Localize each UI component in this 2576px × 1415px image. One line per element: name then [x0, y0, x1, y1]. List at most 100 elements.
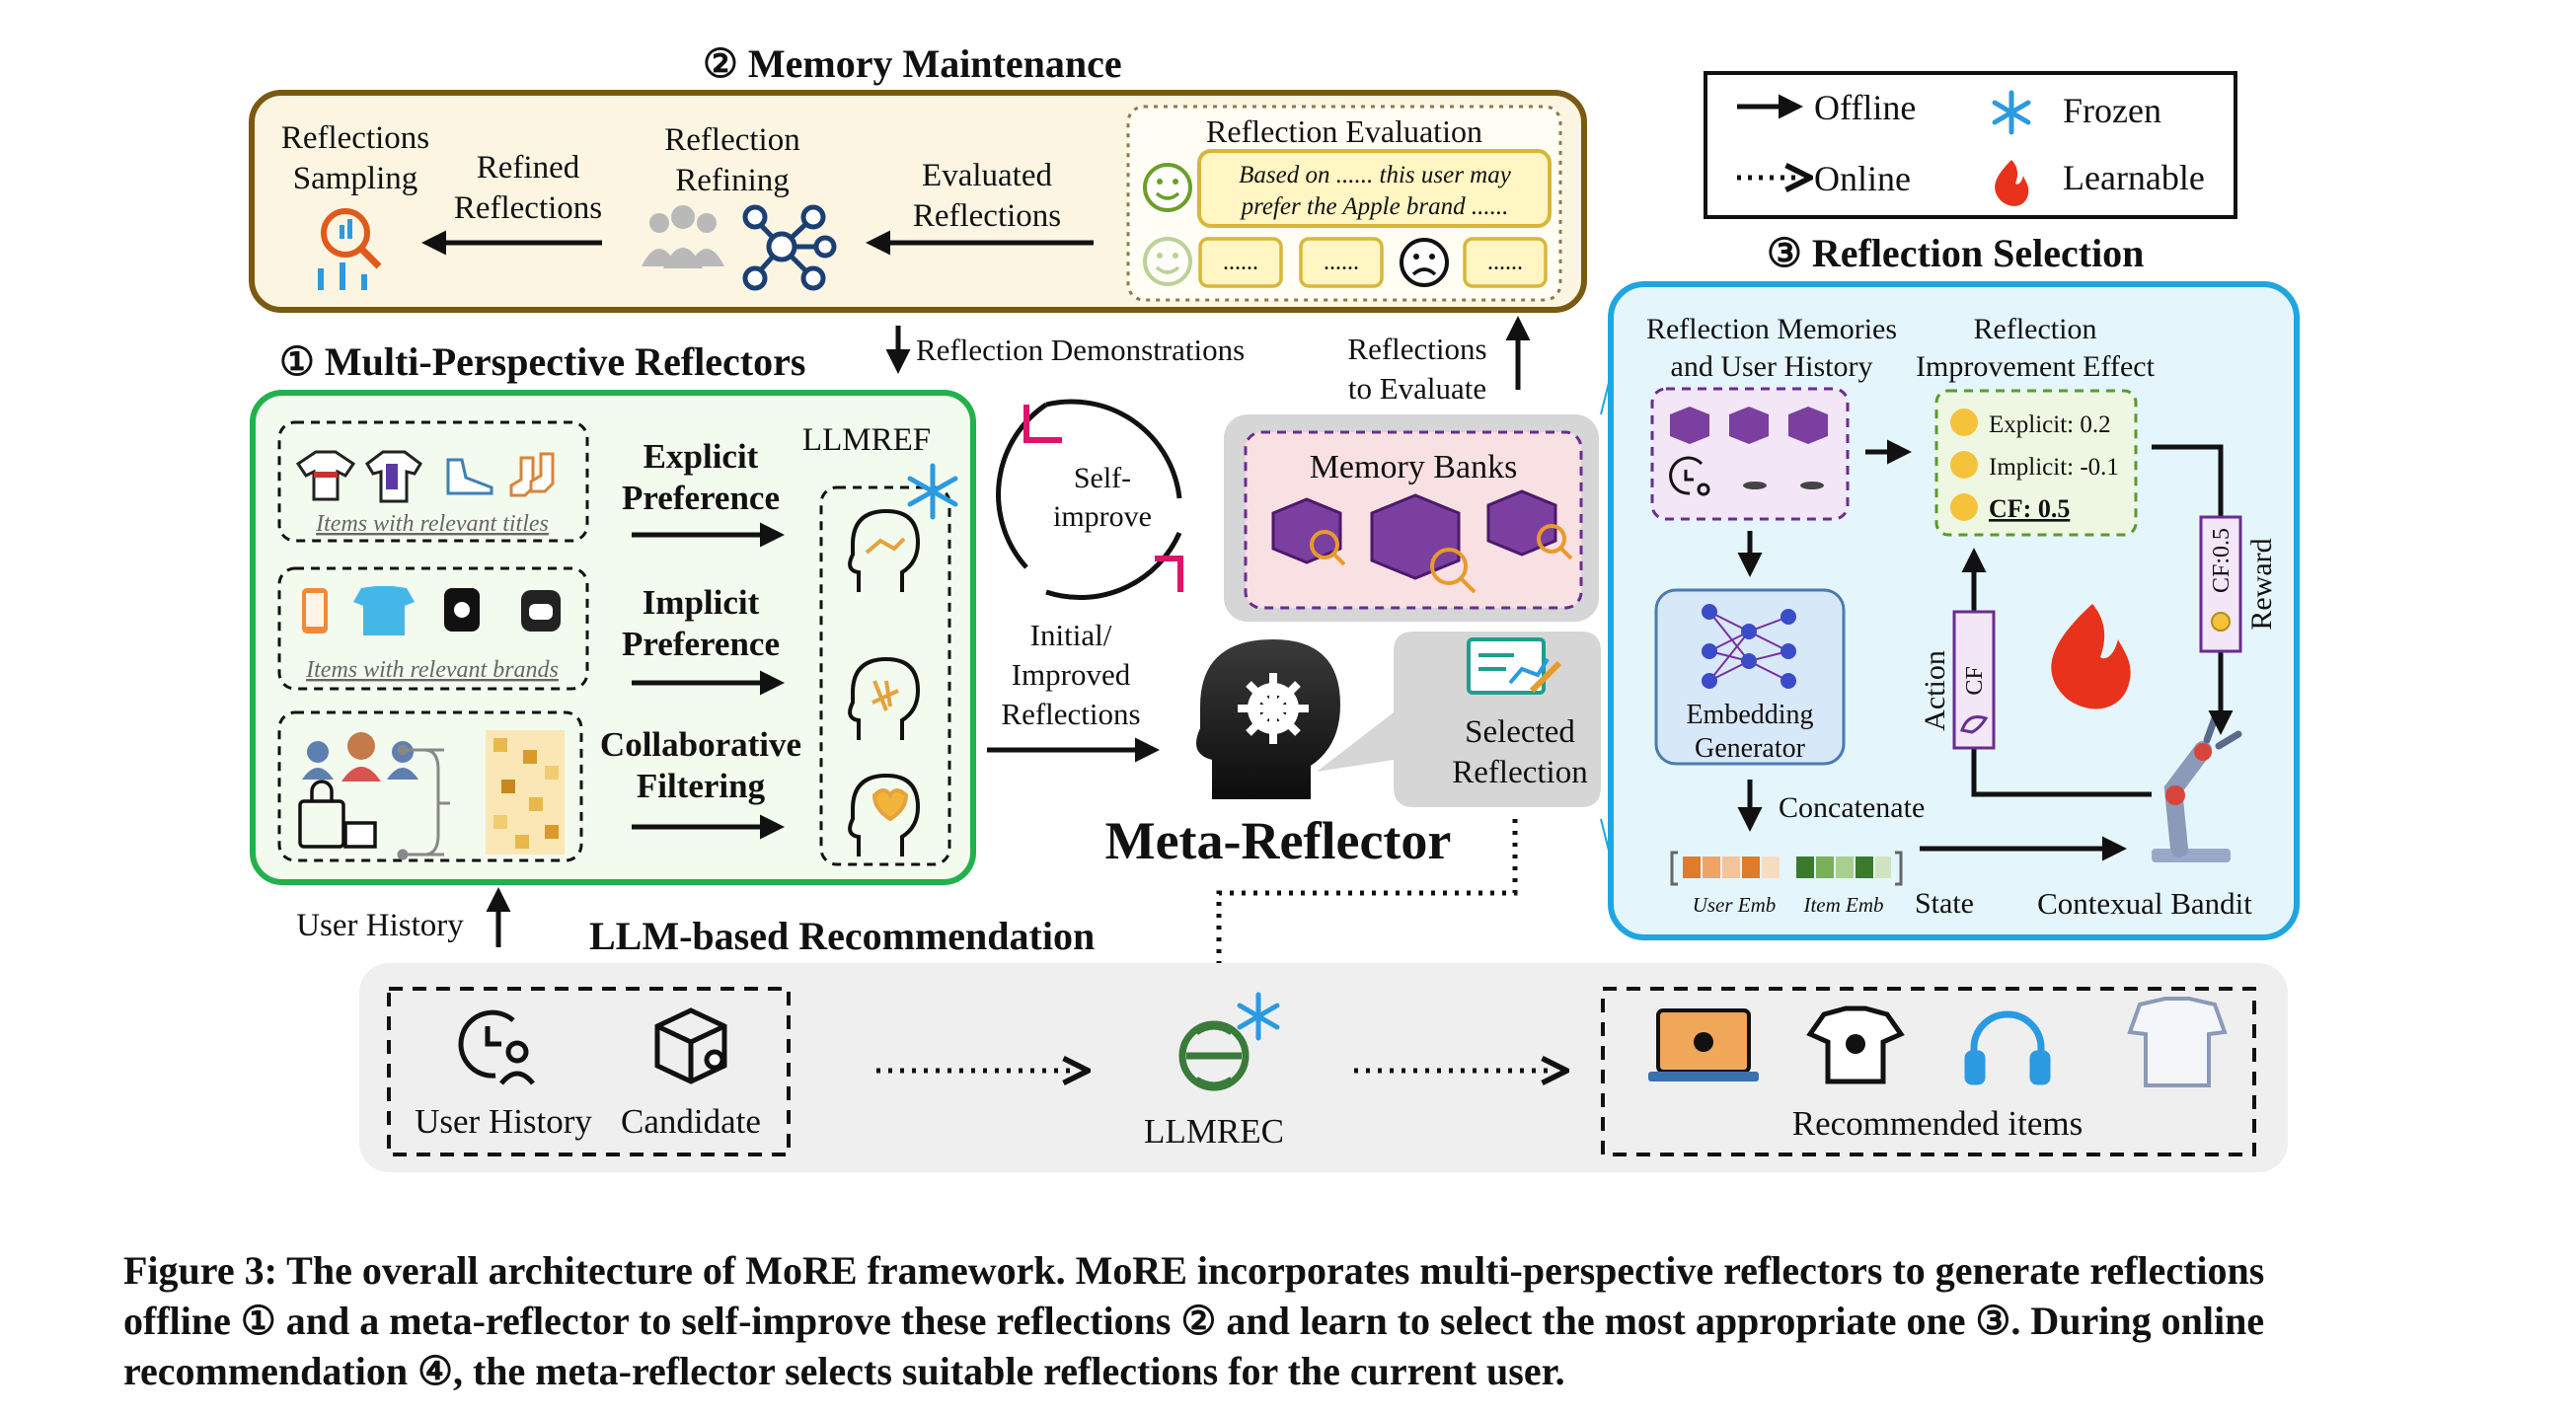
headphones-icon: [1964, 1010, 2051, 1085]
evaluation-example-line1: Based on ...... this user may: [1239, 162, 1512, 188]
svg-text:Reflection: Reflection: [1452, 755, 1587, 790]
sampling-magnifier-icon: [318, 208, 382, 290]
memory-maintenance-title: ② Memory Maintenance: [703, 41, 1122, 86]
refined-reflections-label: Refined: [477, 150, 580, 186]
reflection-selection-title: ③ Reflection Selection: [1767, 231, 2144, 275]
snowflake-icon: [1992, 90, 2031, 135]
memory-maintenance-panel: ② Memory Maintenance Reflections Samplin…: [249, 41, 1587, 313]
hand-icon: [1960, 715, 1989, 734]
svg-text:Sampling: Sampling: [293, 161, 418, 196]
caption-line-3: recommendation ④, the meta-reflector sel…: [123, 1349, 1565, 1393]
users-group-icon: [302, 732, 418, 782]
items-with-relevant-titles-label: Items with relevant titles: [315, 511, 549, 537]
svg-text:Improvement Effect: Improvement Effect: [1916, 350, 2156, 383]
reflections-sampling-label: Reflections: [281, 120, 429, 156]
recommendation-title: LLM-based Recommendation: [589, 914, 1095, 958]
svg-text:Preference: Preference: [622, 625, 780, 663]
evaluation-example-line2: prefer the Apple brand ......: [1240, 193, 1509, 220]
apple-tshirt-icon: [1806, 1005, 1905, 1084]
memory-banks-box: Memory Banks: [1224, 414, 1599, 622]
reflectors-panel: ① Multi-Perspective Reflectors Items wit…: [250, 339, 976, 947]
action-label: Action: [1919, 650, 1951, 731]
svg-text:Refining: Refining: [675, 163, 789, 198]
memories-history-label: Reflection Memories: [1646, 313, 1897, 345]
evaluated-reflections-label: Evaluated: [922, 158, 1052, 193]
collaborative-filtering-label: Collaborative: [600, 725, 801, 764]
initial-improved-reflections-label: Initial/: [1030, 618, 1112, 652]
user-history-up-label: User History: [296, 908, 464, 943]
caption-line-2: offline ① and a meta-reflector to self-i…: [123, 1299, 2265, 1343]
svg-text:Filtering: Filtering: [637, 767, 766, 805]
concatenate-label: Concatenate: [1779, 791, 1925, 824]
reflections-to-evaluate-label: Reflections: [1347, 332, 1486, 366]
explicit-preference-label: Explicit: [644, 437, 759, 476]
improvement-effect-label: Reflection: [1974, 313, 2097, 345]
candidate-label: Candidate: [621, 1102, 761, 1141]
middle-section: Reflection Demonstrations Reflections to…: [885, 316, 1601, 987]
legend: Offline Online Frozen Learnable: [1704, 71, 2237, 219]
item-emb-label: Item Emb: [1802, 893, 1883, 917]
bracket-connector: [397, 744, 450, 860]
legend-learnable-label: Learnable: [2063, 158, 2205, 197]
selected-reflection-label: Selected: [1465, 714, 1575, 750]
reward-label: Reward: [2245, 538, 2278, 630]
state-embedding-bar: [1670, 851, 1903, 886]
reflectors-title: ① Multi-Perspective Reflectors: [279, 339, 805, 384]
selected-reflection-bubble: Selected Reflection: [1317, 632, 1601, 807]
llmrec-logo-icon: [1178, 1020, 1250, 1091]
reflection-demonstrations-label: Reflection Demonstrations: [916, 333, 1245, 367]
cf-action-label: CF: [1962, 666, 1988, 695]
shirt-icon: [2127, 997, 2228, 1087]
figure-caption: Figure 3: The overall architecture of Mo…: [123, 1245, 2472, 1396]
self-improve-cycle-icon: [996, 399, 1183, 601]
interaction-matrix-icon: [486, 730, 565, 855]
coin-hand-icon: [2211, 612, 2231, 632]
svg-text:......: ......: [1223, 250, 1258, 275]
cf-reward-label: CF:0.5: [2209, 528, 2235, 593]
svg-text:improve: improve: [1053, 500, 1152, 533]
caption-line-1: Figure 3: The overall architecture of Mo…: [123, 1248, 2265, 1293]
svg-text:Generator: Generator: [1695, 733, 1806, 764]
explicit-effect-value: Explicit: 0.2: [1989, 411, 2111, 438]
self-improve-label: Self-: [1074, 462, 1131, 494]
svg-text:......: ......: [1324, 250, 1359, 275]
reflection-refining-label: Reflection: [664, 122, 799, 158]
meta-reflector-head-icon: [1196, 639, 1340, 799]
llmrec-snowflake-icon: [1237, 992, 1280, 1041]
memory-boxes-icons: [1670, 407, 1828, 444]
reflection-evaluation-box: Reflection Evaluation Based on ...... th…: [1126, 105, 1562, 302]
svg-text:to Evaluate: to Evaluate: [1348, 371, 1486, 406]
neural-network-icon: [1702, 604, 1796, 689]
frozen-snowflake-icon: [907, 463, 958, 520]
legend-frozen-label: Frozen: [2063, 91, 2161, 130]
memory-search-icons: [1310, 524, 1573, 594]
candidate-box-icon: [654, 1007, 727, 1084]
memory-banks-label: Memory Banks: [1310, 449, 1518, 485]
selected-reflection-board-icon: [1467, 637, 1562, 695]
network-nodes-icon: [742, 204, 837, 291]
implicit-effect-value: Implicit: -0.1: [1989, 454, 2119, 481]
faded-smile-face-icon: [1143, 237, 1192, 286]
implicit-preference-label: Implicit: [643, 583, 760, 622]
memory-bank-box-icons: [1271, 489, 1557, 580]
people-group-icon: [642, 205, 724, 268]
shopping-icon: [298, 780, 377, 849]
smile-face-icon: [1143, 163, 1192, 212]
apple-products-icons: [302, 586, 561, 635]
svg-text:Improved: Improved: [1012, 657, 1131, 692]
reflection-selection-panel: ③ Reflection Selection Reflection Memori…: [1600, 231, 2300, 940]
legend-offline-label: Offline: [1814, 88, 1916, 127]
reflection-evaluation-title: Reflection Evaluation: [1206, 113, 1482, 149]
llmref-label: LLMREF: [802, 422, 931, 458]
svg-text:Preference: Preference: [622, 479, 780, 517]
learnable-flame-icon: [2051, 604, 2131, 709]
svg-text:Reflections: Reflections: [913, 198, 1061, 234]
cf-effect-value: CF: 0.5: [1989, 494, 2070, 523]
meta-reflector-label: Meta-Reflector: [1105, 811, 1452, 870]
contextual-bandit-label: Contexual Bandit: [2037, 886, 2252, 921]
svg-text:and User History: and User History: [1671, 350, 1873, 383]
llmrec-label: LLMREC: [1144, 1112, 1284, 1151]
svg-text:Reflections: Reflections: [1001, 697, 1140, 731]
user-emb-label: User Emb: [1693, 893, 1777, 917]
laptop-icon: [1648, 1008, 1759, 1081]
